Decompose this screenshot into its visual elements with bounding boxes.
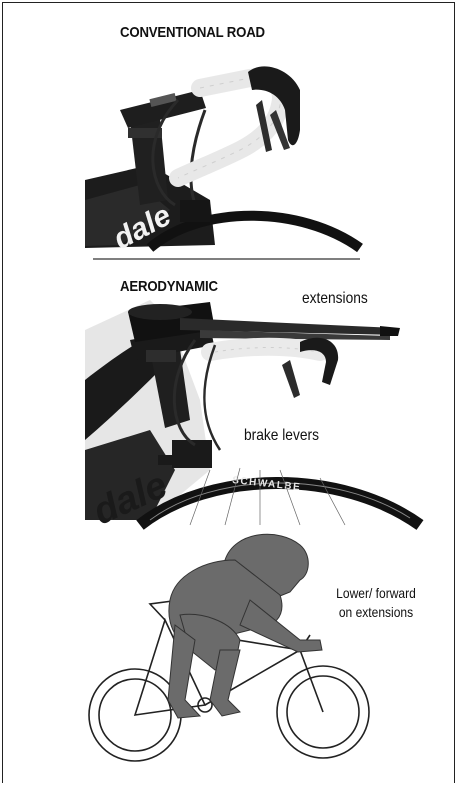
callout-extensions: extensions <box>302 290 368 308</box>
callout-rider-line2: on extensions <box>333 603 419 622</box>
conventional-road-photo: dale <box>85 66 360 256</box>
callout-rider-line1: Lower/ forward <box>333 584 419 603</box>
aerodynamic-photo: dale SCHWALBE <box>85 300 420 533</box>
heading-conventional-road: CONVENTIONAL ROAD <box>120 24 265 41</box>
heading-aerodynamic: AERODYNAMIC <box>120 278 218 295</box>
callout-brake-levers: brake levers <box>244 427 319 445</box>
rider-silhouette <box>168 534 322 718</box>
callout-rider-position: Lower/ forward on extensions <box>333 584 419 622</box>
